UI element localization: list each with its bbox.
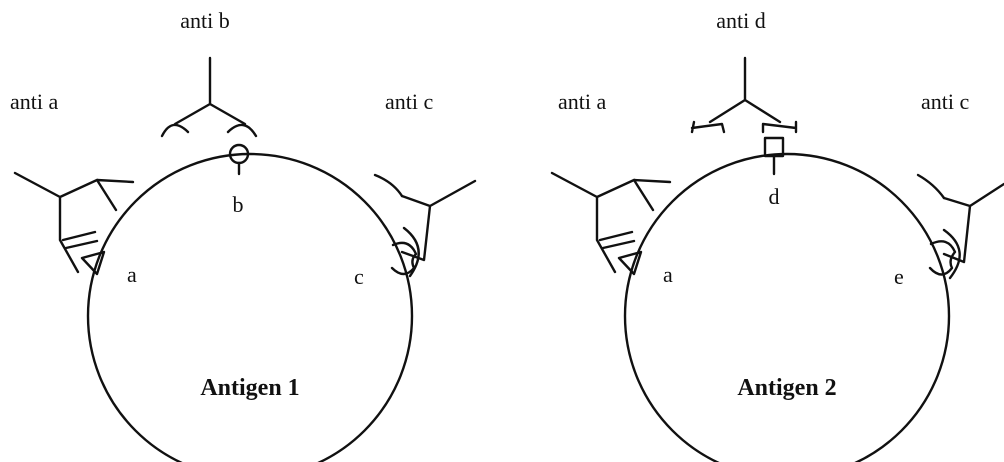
antigen-2-body bbox=[625, 154, 949, 462]
antibody-anti-d bbox=[692, 58, 796, 132]
label-anti-b: anti b bbox=[180, 8, 230, 33]
epitope-d-square bbox=[765, 138, 783, 174]
epitope-label-b: b bbox=[233, 192, 244, 217]
title-antigen-2: Antigen 2 bbox=[737, 375, 836, 401]
epitope-b-circle bbox=[230, 145, 248, 174]
antibody-anti-c-1 bbox=[375, 175, 475, 276]
label-anti-c-1: anti c bbox=[385, 89, 433, 114]
epitope-label-c: c bbox=[354, 264, 364, 289]
panel-antigen-1: anti b anti a anti c b a c Antigen 1 bbox=[10, 8, 475, 462]
antibody-anti-a-1 bbox=[15, 173, 133, 272]
label-anti-c-2: anti c bbox=[921, 89, 969, 114]
epitope-label-d: d bbox=[769, 184, 780, 209]
label-anti-a-2: anti a bbox=[558, 89, 606, 114]
epitope-label-a-2: a bbox=[663, 262, 673, 287]
epitope-label-a-1: a bbox=[127, 262, 137, 287]
antigen-1-body bbox=[88, 154, 412, 462]
label-anti-a-1: anti a bbox=[10, 89, 58, 114]
label-anti-d: anti d bbox=[716, 8, 766, 33]
title-antigen-1: Antigen 1 bbox=[200, 375, 299, 401]
antibody-anti-a-2 bbox=[552, 173, 670, 272]
antibody-anti-b bbox=[162, 58, 256, 136]
panel-antigen-2: anti d anti a anti c d a e Antigen 2 bbox=[552, 8, 1004, 462]
antibody-anti-c-2 bbox=[918, 175, 1004, 278]
epitope-label-e: e bbox=[894, 264, 904, 289]
